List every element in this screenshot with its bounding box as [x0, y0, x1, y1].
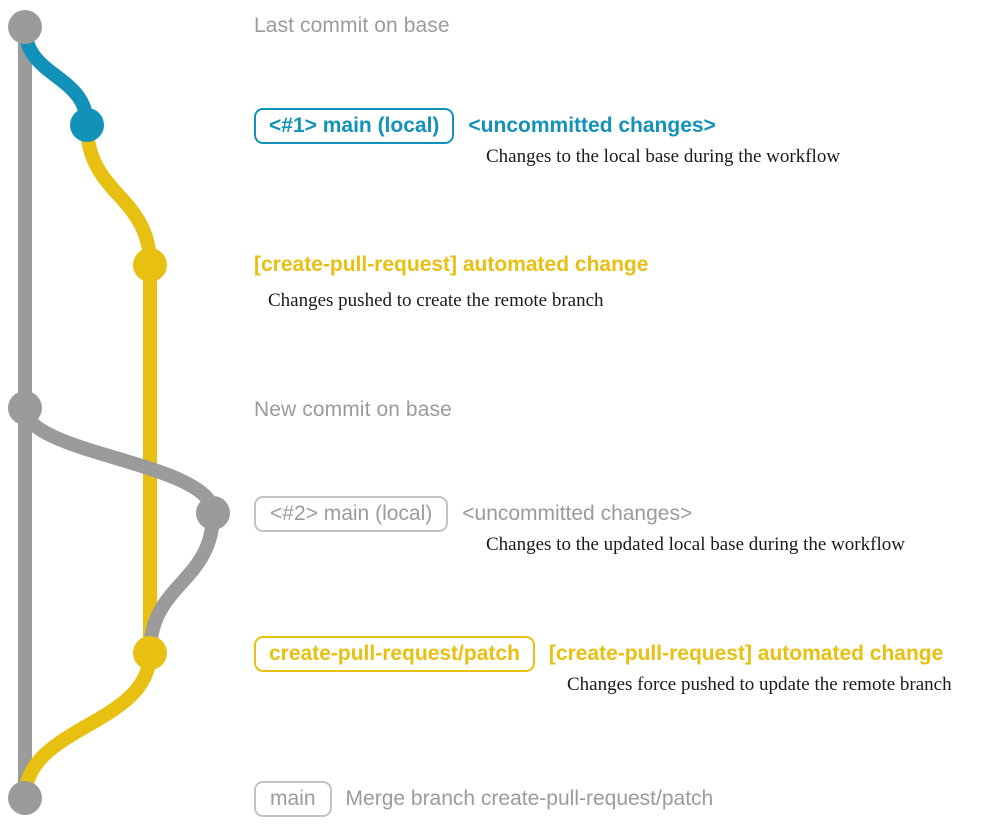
edge-patch2-to-merge — [18, 646, 157, 805]
commit-note-uncommitted-2: Changes to the updated local base during… — [486, 534, 905, 555]
commit-node-local-2 — [196, 496, 230, 530]
ref-pill-main-local-1[interactable]: <#1> main (local) — [254, 108, 455, 144]
row-base-merge: main Merge branch create-pull-request/pa… — [254, 781, 713, 817]
section-heading-label-2: New commit on base — [254, 398, 452, 421]
ref-pill-create-pull-request-patch[interactable]: create-pull-request/patch — [254, 636, 535, 672]
commit-node-patch-2 — [133, 636, 167, 670]
commit-subject-uncommitted-1: <uncommitted changes> — [468, 114, 716, 137]
section-heading-label: Last commit on base — [254, 14, 450, 37]
commit-subject-merge: Merge branch create-pull-request/patch — [345, 787, 714, 810]
commit-note-uncommitted-1: Changes to the local base during the wor… — [486, 146, 841, 167]
commit-subject-uncommitted-2: <uncommitted changes> — [462, 502, 693, 525]
edge-base-to-local1 — [18, 20, 94, 132]
git-graph — [8, 10, 230, 815]
row-last-commit-on-base: Last commit on base — [254, 14, 450, 38]
commit-node-base-new — [8, 391, 42, 425]
ref-pill-main-local-2[interactable]: <#2> main (local) — [254, 496, 449, 532]
row-patch-automated-2: create-pull-request/patch [create-pull-r… — [254, 636, 943, 672]
commit-node-patch-1 — [133, 248, 167, 282]
edge-basenew-to-local2 — [18, 401, 220, 520]
commit-note-automated-1: Changes pushed to create the remote bran… — [268, 290, 604, 311]
ref-pill-main[interactable]: main — [254, 781, 332, 817]
row-local-uncommitted-2: <#2> main (local) <uncommitted changes> — [254, 496, 692, 532]
commit-node-base-merge — [8, 781, 42, 815]
row-new-commit-on-base: New commit on base — [254, 398, 452, 422]
commit-node-base-last — [8, 10, 42, 44]
commit-subject-automated-1: [create-pull-request] automated change — [254, 253, 649, 276]
row-local-uncommitted-1: <#1> main (local) <uncommitted changes> — [254, 108, 716, 144]
commit-note-automated-2: Changes force pushed to update the remot… — [567, 674, 952, 695]
edge-local2-to-patch2 — [143, 506, 220, 660]
commit-subject-automated-2: [create-pull-request] automated change — [548, 642, 944, 665]
commit-node-local-1 — [70, 108, 104, 142]
edge-local1-to-patch1 — [80, 118, 157, 272]
